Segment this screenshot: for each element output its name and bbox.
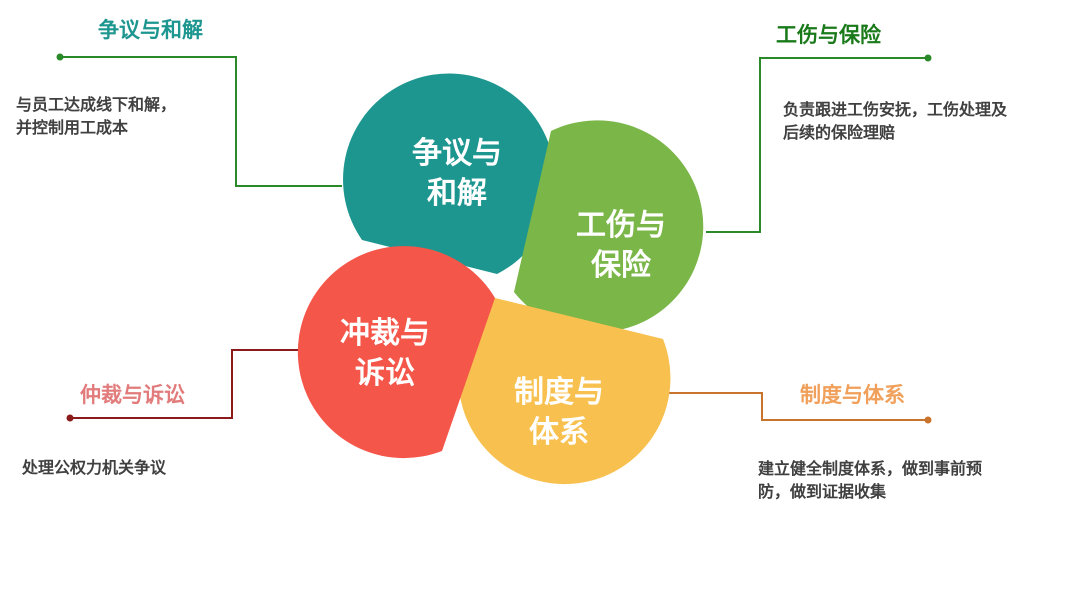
callout-title-bottom-left: 仲裁与诉讼 xyxy=(80,383,185,407)
petal-yellow-label-line2: 体系 xyxy=(529,415,589,450)
callout-desc-top-left-line1: 与员工达成线下和解， xyxy=(16,95,177,114)
petal-yellow-label-line1: 制度与 xyxy=(514,375,604,410)
petal-red-label-line2: 诉讼 xyxy=(355,356,415,391)
connector-dot-bottom-left xyxy=(66,414,74,422)
callout-desc-top-right-line2: 后续的保险理赔 xyxy=(783,123,896,142)
callout-desc-top-left: 与员工达成线下和解， 并控制用工成本 xyxy=(16,93,176,139)
callout-desc-top-right-line1: 负责跟进工伤安抚，工伤处理及 xyxy=(783,100,1008,119)
connector-bottom-right xyxy=(668,392,928,421)
petal-red-label-line1: 冲裁与 xyxy=(340,316,430,351)
connector-dot-top-right xyxy=(924,54,932,62)
callout-desc-bottom-right-line2: 防，做到证据收集 xyxy=(758,482,887,501)
connector-dot-bottom-right xyxy=(924,416,932,424)
callout-title-top-left: 争议与和解 xyxy=(98,18,203,42)
callout-desc-bottom-left: 处理公权力机关争议 xyxy=(22,456,166,479)
connector-bottom-left xyxy=(70,349,302,419)
callout-title-top-right: 工伤与保险 xyxy=(776,23,881,47)
petal-red xyxy=(297,246,495,459)
petal-green-label-line2: 保险 xyxy=(591,248,652,283)
callout-desc-bottom-right-line1: 建立健全制度体系，做到事前预 xyxy=(758,459,983,478)
callout-desc-top-right: 负责跟进工伤安抚，工伤处理及 后续的保险理赔 xyxy=(783,98,1007,144)
callout-desc-top-left-line2: 并控制用工成本 xyxy=(16,118,129,137)
petal-teal-label-line2: 和解 xyxy=(427,176,487,211)
petal-yellow xyxy=(458,298,671,485)
petal-green xyxy=(514,120,704,333)
callout-title-bottom-right: 制度与体系 xyxy=(800,383,905,407)
petal-teal xyxy=(343,73,556,274)
callout-desc-bottom-right: 建立健全制度体系，做到事前预 防，做到证据收集 xyxy=(758,457,982,503)
petal-teal-label-line1: 争议与 xyxy=(412,136,502,171)
connector-top-left xyxy=(60,56,342,187)
connector-top-right xyxy=(706,57,928,233)
connector-dot-top-left xyxy=(56,53,64,61)
petal-green-label-line1: 工伤与 xyxy=(576,208,666,243)
callout-desc-bottom-left-line1: 处理公权力机关争议 xyxy=(22,458,167,477)
